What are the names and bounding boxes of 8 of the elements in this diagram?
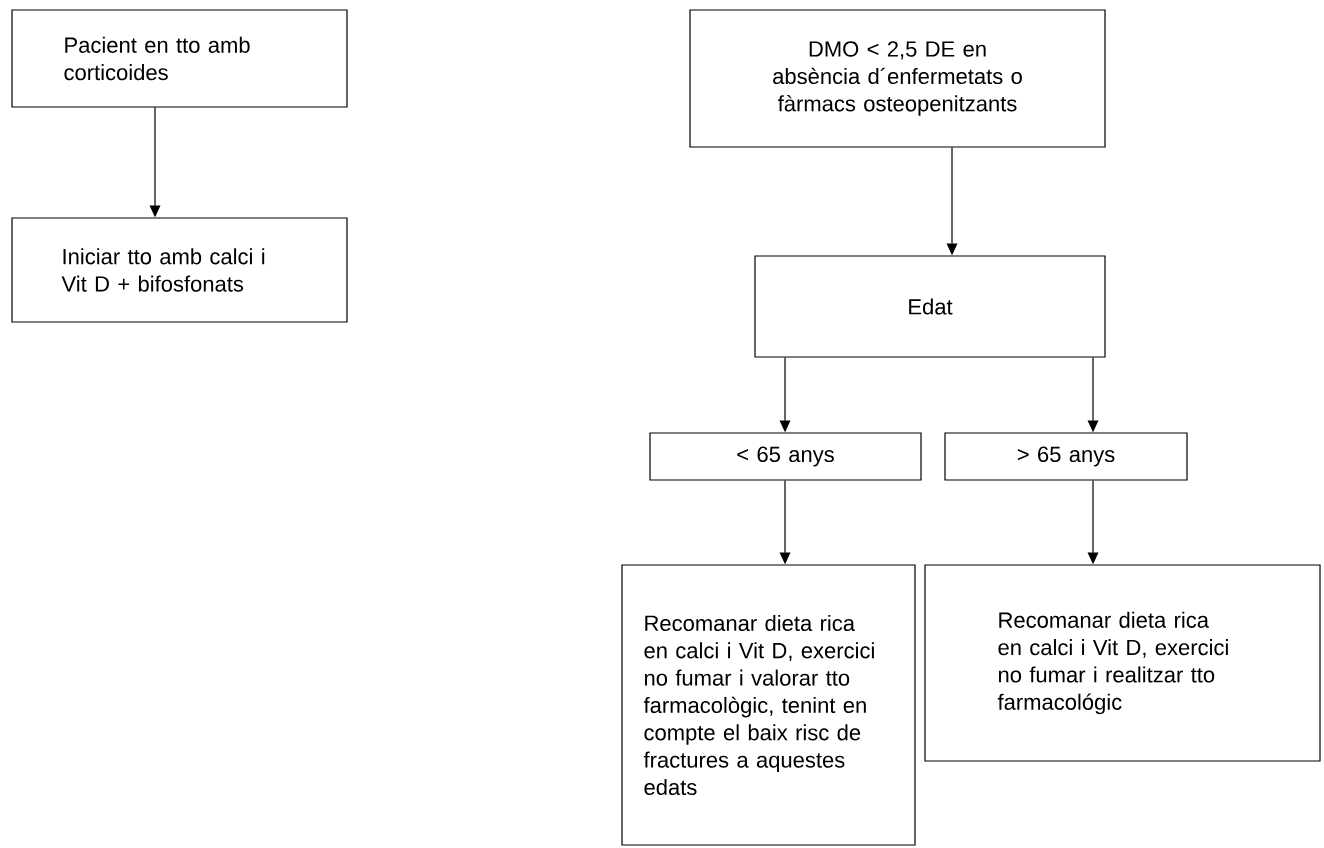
process-box: Pacient en tto amb corticoides — [11, 9, 348, 108]
process-box: < 65 anys — [649, 432, 922, 481]
process-box: > 65 anys — [944, 432, 1188, 481]
process-box: DMO < 2,5 DE en absència d´enfermetats o fàrmacs osteopenitzants — [689, 9, 1106, 148]
process-box: Edat — [754, 255, 1106, 358]
process-box: Recomanar dieta rica en calci i Vit D, exercici no fumar i realitzar tto farmacológic — [924, 564, 1321, 762]
process-box: Recomanar dieta rica en calci i Vit D, exercici no fumar i valorar tto farmacològic, tenint en compte el baix risc de fractures a aquestes edats — [621, 564, 916, 846]
process-box: Iniciar tto amb calci i Vit D + bifosfonats — [11, 217, 348, 323]
